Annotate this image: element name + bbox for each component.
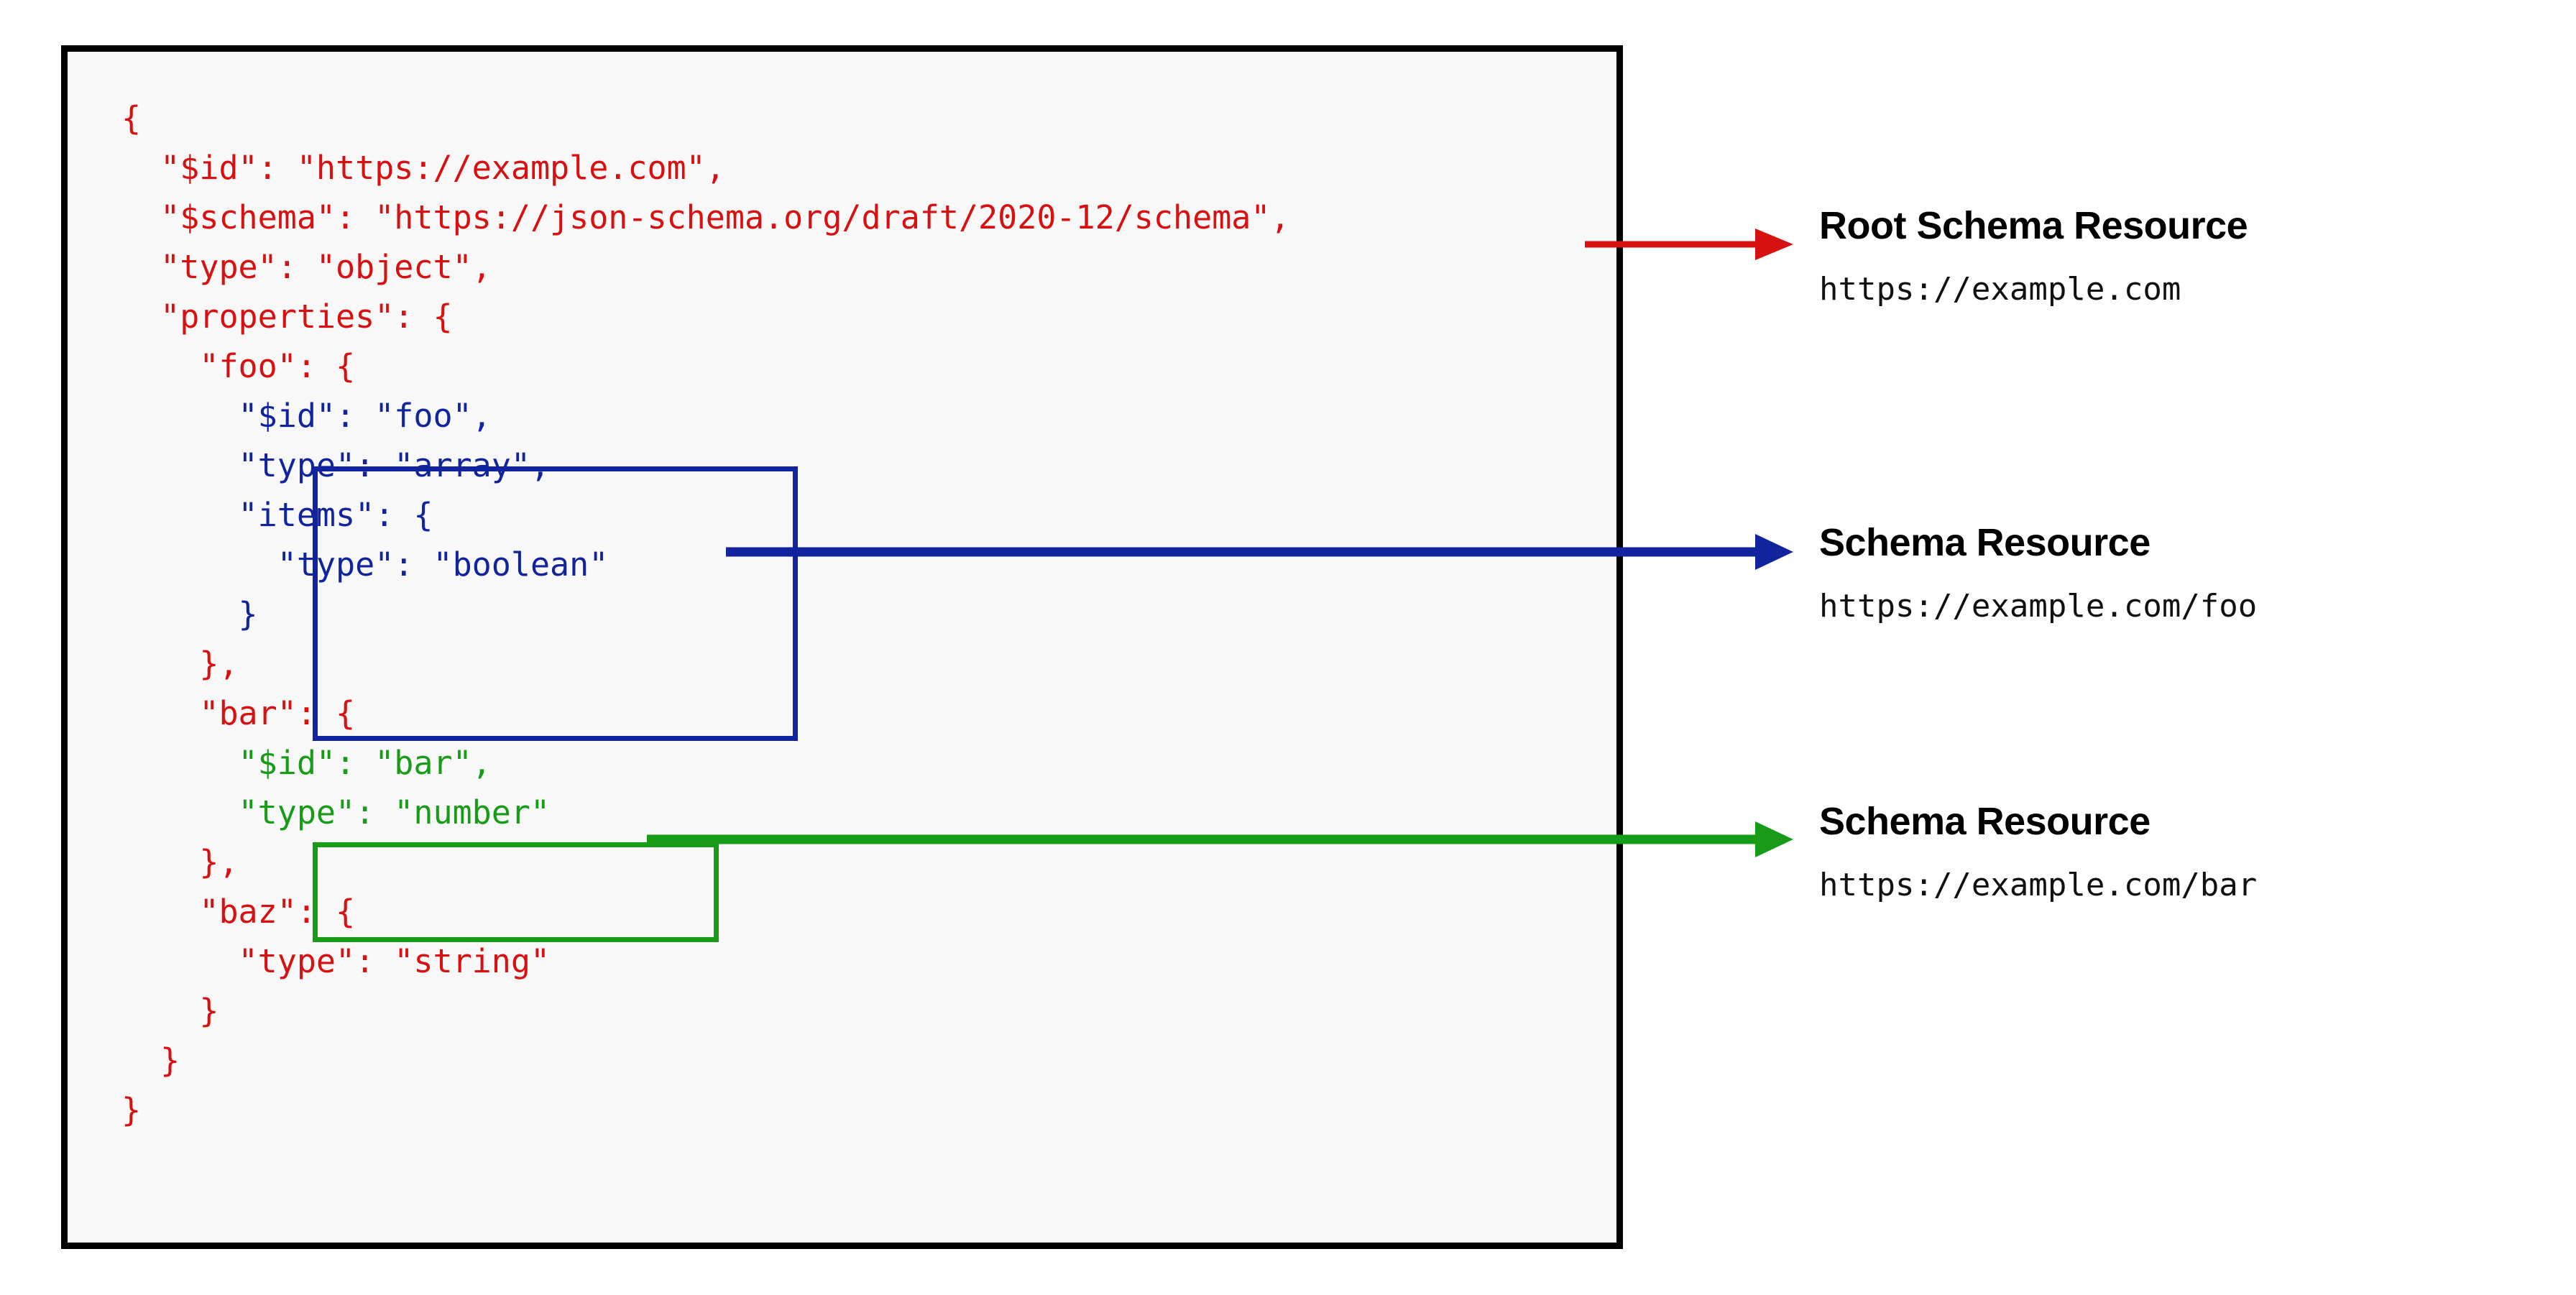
green-arrow [647, 821, 1793, 857]
code-line: "$id": "foo", [121, 397, 492, 435]
red-arrow [1585, 229, 1793, 260]
callout-title: Schema Resource [1819, 800, 2150, 843]
callout-root-schema-resource: Root Schema Resource https://example.com [1819, 203, 2248, 308]
code-line: } [121, 1091, 142, 1129]
code-line: "type": "string" [121, 942, 551, 980]
code-line: } [121, 1041, 180, 1079]
code-line: "foo": { [121, 347, 356, 385]
code-line: "baz": { [121, 893, 356, 931]
code-line: }, [121, 843, 239, 881]
code-line: "properties": { [121, 298, 453, 336]
code-line: "type": "number" [121, 793, 551, 831]
blue-arrow [726, 534, 1793, 570]
callout-title: Schema Resource [1819, 521, 2150, 564]
code-line: } [121, 595, 258, 633]
callout-url: https://example.com [1819, 271, 2181, 308]
code-line: "type": "object", [121, 248, 492, 286]
callout-url: https://example.com/foo [1819, 588, 2258, 625]
code-line: { [121, 99, 142, 137]
code-line: }, [121, 645, 239, 683]
callout-title: Root Schema Resource [1819, 204, 2248, 247]
code-line: "$id": "https://example.com", [121, 149, 725, 187]
json-code-panel: { "$id": "https://example.com", "$schema… [61, 45, 1623, 1249]
callout-url: https://example.com/bar [1819, 867, 2258, 903]
code-line: "$schema": "https://json-schema.org/draf… [121, 198, 1290, 236]
code-line: "$id": "bar", [121, 744, 492, 782]
code-line: "type": "boolean" [121, 545, 609, 584]
callout-foo-schema-resource: Schema Resource https://example.com/foo [1819, 520, 2257, 625]
code-line: } [121, 992, 219, 1030]
json-code-listing: { "$id": "https://example.com", "$schema… [121, 93, 1290, 1135]
code-line: "bar": { [121, 694, 356, 732]
callout-bar-schema-resource: Schema Resource https://example.com/bar [1819, 799, 2257, 904]
code-line: "type": "array", [121, 446, 551, 484]
